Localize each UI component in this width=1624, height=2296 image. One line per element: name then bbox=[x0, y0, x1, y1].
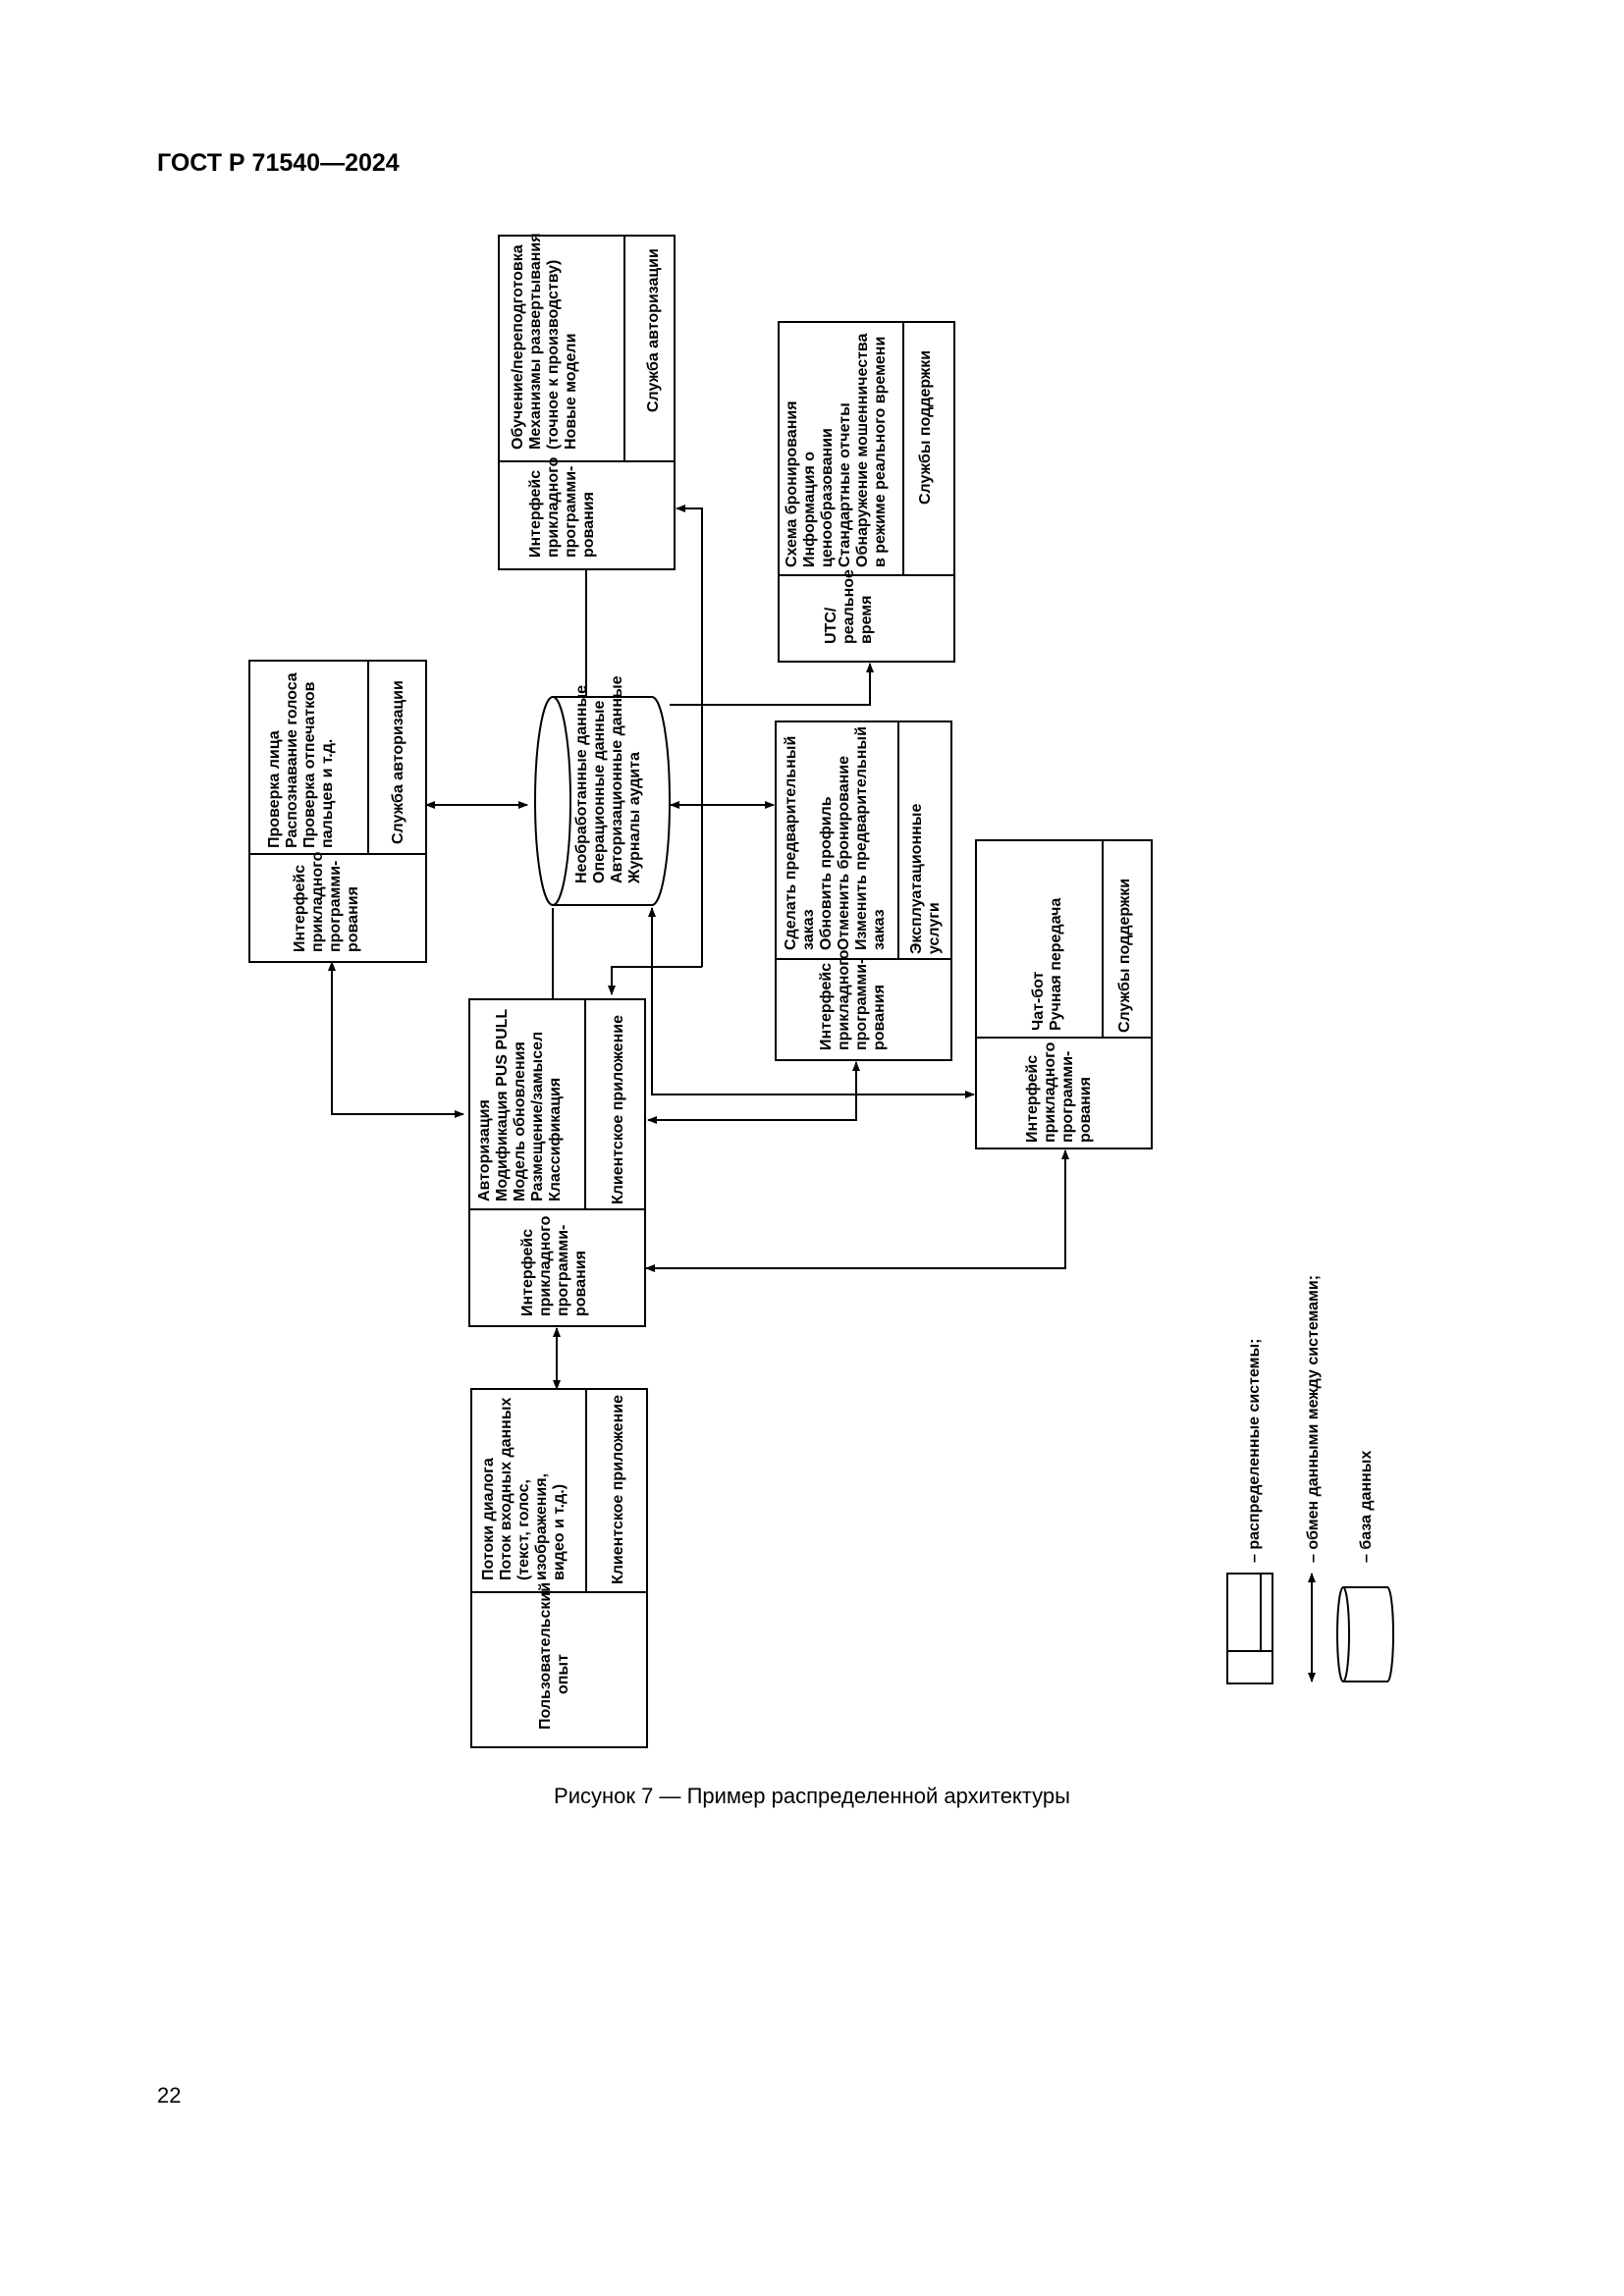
biometrics-service: Служба авторизации bbox=[390, 680, 406, 844]
arrow-client-biometrics bbox=[328, 961, 464, 1118]
user-content: Потоки диалогаПоток входных данных(текст… bbox=[480, 1398, 568, 1581]
booking-api-label: Интерфейсприкладногопрограмми-рования bbox=[818, 949, 888, 1050]
reports-content: Схема бронированияИнформация оценообразо… bbox=[784, 333, 889, 567]
training-service: Служба авторизации bbox=[645, 248, 662, 412]
database-cylinder: Необработанные данныеОперационные данные… bbox=[534, 675, 671, 906]
arrow-client-chatbot bbox=[645, 1149, 1069, 1272]
system-block-reports: UTC/реальноевремя Схема бронированияИнфо… bbox=[778, 321, 955, 663]
reports-api-label: UTC/реальноевремя bbox=[823, 569, 875, 644]
figure-caption: Рисунок 7 — Пример распределенной архите… bbox=[554, 1784, 1070, 1808]
arrow-to-training bbox=[676, 505, 703, 967]
client-app-content: АвторизацияМодификация PUS PULLМодель об… bbox=[476, 1009, 564, 1201]
booking-service: Эксплуатационныеуслуги bbox=[908, 804, 943, 954]
system-block-chatbot: Интерфейсприкладногопрограмми-рования Ча… bbox=[975, 839, 1153, 1149]
legend-systems-icon bbox=[1226, 1573, 1273, 1684]
system-block-biometrics: Интерфейсприкладногопрограмми-рования Пр… bbox=[248, 660, 427, 963]
legend-database-icon bbox=[1336, 1586, 1394, 1682]
booking-content: Сделать предварительныйзаказОбновить про… bbox=[783, 726, 888, 950]
user-experience-label: Пользовательскийопыт bbox=[537, 1582, 571, 1730]
biometrics-content: Проверка лицаРаспознавание голосаПроверк… bbox=[266, 672, 336, 848]
legend-systems-label: – распределенные системы; bbox=[1246, 1339, 1263, 1563]
page-number: 22 bbox=[157, 2083, 182, 2108]
client-app-service: Клиентское приложение bbox=[610, 1015, 626, 1204]
system-block-client-app: Интерфейсприкладногопрограмми-рования Ав… bbox=[468, 998, 646, 1327]
biometrics-api-label: Интерфейсприкладногопрограмми-рования bbox=[292, 851, 361, 952]
user-service: Клиентское приложение bbox=[610, 1395, 626, 1584]
legend-exchange-label: – обмен данными между системами; bbox=[1305, 1275, 1322, 1563]
system-block-training: Интерфейсприкладногопрограмми-рования Об… bbox=[498, 233, 676, 570]
document-header: ГОСТ Р 71540—2024 bbox=[157, 149, 400, 177]
legend-database-label: – база данных bbox=[1358, 1451, 1375, 1563]
chatbot-api-label: Интерфейсприкладногопрограмми-рования bbox=[1024, 1041, 1094, 1143]
arrow-to-client-from-db bbox=[608, 966, 702, 995]
legend: – распределенные системы; – обмен данным… bbox=[1226, 1275, 1394, 1684]
arrow-client-booking bbox=[647, 1061, 860, 1124]
training-api-label: Интерфейсприкладногопрограмми-рования bbox=[527, 456, 597, 558]
database-content: Необработанные данныеОперационные данные… bbox=[573, 675, 643, 884]
chatbot-content: Чат-ботРучная передача bbox=[1030, 898, 1064, 1031]
system-block-user: Пользовательскийопыт Потоки диалогаПоток… bbox=[470, 1388, 648, 1748]
connections bbox=[328, 505, 1069, 1390]
client-app-api-label: Интерфейсприкладногопрограмми-рования bbox=[519, 1215, 589, 1316]
chatbot-service: Службы поддержки bbox=[1116, 879, 1133, 1033]
arrow-db-reports bbox=[670, 663, 874, 706]
system-block-booking: Интерфейсприкладногопрограмми-рования Сд… bbox=[775, 721, 952, 1061]
training-content: Обучение/переподготовкаМеханизмы разверт… bbox=[510, 233, 579, 450]
reports-service: Службы поддержки bbox=[917, 350, 934, 505]
